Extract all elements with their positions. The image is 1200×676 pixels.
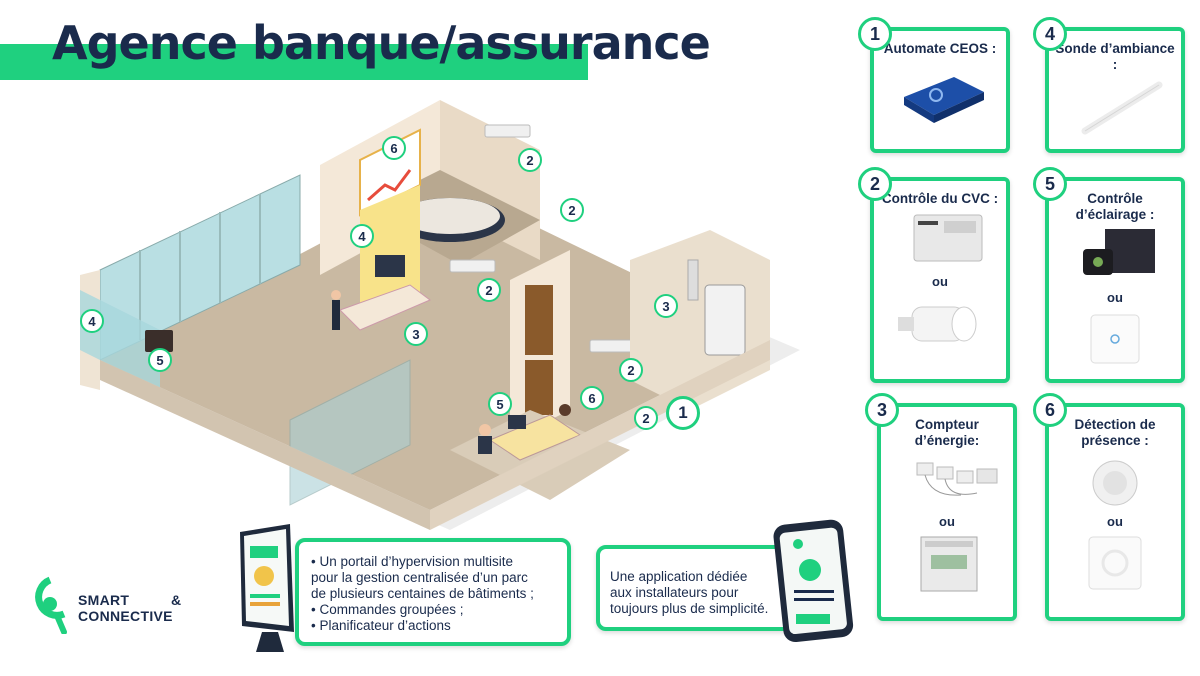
smart-connective-logo-icon bbox=[35, 576, 67, 635]
floor-plan-drawing bbox=[80, 100, 800, 530]
touch-switch-icon bbox=[1090, 314, 1140, 364]
portal-line: pour la gestion centralisée d’un parc bbox=[311, 570, 528, 585]
app-line: aux installateurs pour bbox=[610, 585, 739, 600]
app-line: toujours plus de simplicité. bbox=[610, 601, 769, 616]
card-number: 6 bbox=[1033, 393, 1067, 427]
portal-line: • Un portail d’hypervision multisite bbox=[311, 554, 514, 569]
ceiling-detector-icon bbox=[1092, 460, 1138, 506]
card-title: Sonde d’ambiance : bbox=[1055, 41, 1175, 72]
ambient-sensor-icon bbox=[1081, 81, 1163, 135]
card-separator: ou bbox=[932, 274, 948, 289]
lighting-module-icon bbox=[1083, 229, 1155, 275]
title-underline-bar bbox=[0, 44, 588, 80]
plan-marker: 2 bbox=[634, 406, 658, 430]
portal-line: • Planificateur d’actions bbox=[311, 618, 451, 633]
plan-marker: 3 bbox=[654, 294, 678, 318]
card-title: Automate CEOS : bbox=[883, 41, 997, 56]
card-number: 3 bbox=[865, 393, 899, 427]
product-card-lighting-control: 5 Contrôle d’éclairage : ou bbox=[1033, 167, 1185, 383]
card-title: Détection de présence : bbox=[1074, 417, 1156, 448]
plan-marker: 6 bbox=[382, 136, 406, 160]
plan-marker: 4 bbox=[350, 224, 374, 248]
wall-detector-icon bbox=[1088, 536, 1142, 590]
plan-marker: 6 bbox=[580, 386, 604, 410]
portal-line: de plusieurs centaines de bâtiments ; bbox=[311, 586, 534, 601]
hvac-module-icon bbox=[913, 214, 983, 262]
card-number: 5 bbox=[1033, 167, 1067, 201]
tablet-dashboard-icon bbox=[240, 524, 294, 652]
product-card-hvac-control: 2 Contrôle du CVC : ou bbox=[858, 167, 1010, 383]
plan-marker: 4 bbox=[80, 309, 104, 333]
portal-description-box: • Un portail d’hypervision multisite pou… bbox=[295, 538, 571, 646]
product-card-ambient-sensor: 4 Sonde d’ambiance : bbox=[1033, 17, 1185, 153]
product-card-presence-detection: 6 Détection de présence : ou bbox=[1033, 393, 1185, 621]
plan-marker: 2 bbox=[518, 148, 542, 172]
din-meter-icon bbox=[920, 536, 978, 592]
card-title: Contrôle du CVC : bbox=[881, 191, 999, 206]
page-title: Agence banque/assurance bbox=[52, 16, 711, 70]
logo-ampersand: & bbox=[171, 592, 182, 608]
card-number: 2 bbox=[858, 167, 892, 201]
app-line: Une application dédiée bbox=[610, 569, 748, 584]
smart-connective-logo: SMART CONNECTIVE & bbox=[28, 574, 228, 635]
logo-line-smart: SMART bbox=[78, 592, 130, 608]
current-clamps-icon bbox=[916, 462, 998, 496]
logo-text: SMART CONNECTIVE bbox=[78, 592, 173, 624]
plan-marker: 2 bbox=[619, 358, 643, 382]
plan-marker: 2 bbox=[477, 278, 501, 302]
plan-marker: 1 bbox=[666, 396, 700, 430]
portal-line: • Commandes groupées ; bbox=[311, 602, 464, 617]
card-number: 4 bbox=[1033, 17, 1067, 51]
plan-marker: 5 bbox=[488, 392, 512, 416]
smartphone-app-icon bbox=[773, 519, 854, 643]
card-separator: ou bbox=[1107, 290, 1123, 305]
thermostatic-valve-icon bbox=[898, 306, 977, 342]
card-separator: ou bbox=[939, 514, 955, 529]
card-number: 1 bbox=[858, 17, 892, 51]
card-title: Compteur d’énergie: bbox=[914, 417, 980, 448]
card-separator: ou bbox=[1107, 514, 1123, 529]
app-description-box: Une application dédiée aux installateurs… bbox=[596, 545, 796, 631]
logo-line-connective: CONNECTIVE bbox=[78, 608, 173, 624]
product-card-ceos: 1 Automate CEOS : bbox=[858, 17, 1010, 153]
floor-plan-illustration: 6 2 2 4 2 3 4 5 3 2 6 5 2 1 bbox=[70, 90, 810, 530]
product-card-energy-meter: 3 Compteur d’énergie: ou bbox=[865, 393, 1017, 621]
card-title: Contrôle d’éclairage : bbox=[1075, 191, 1155, 222]
plan-marker: 3 bbox=[404, 322, 428, 346]
plan-marker: 2 bbox=[560, 198, 584, 222]
ceos-controller-icon bbox=[904, 77, 984, 123]
plan-marker: 5 bbox=[148, 348, 172, 372]
